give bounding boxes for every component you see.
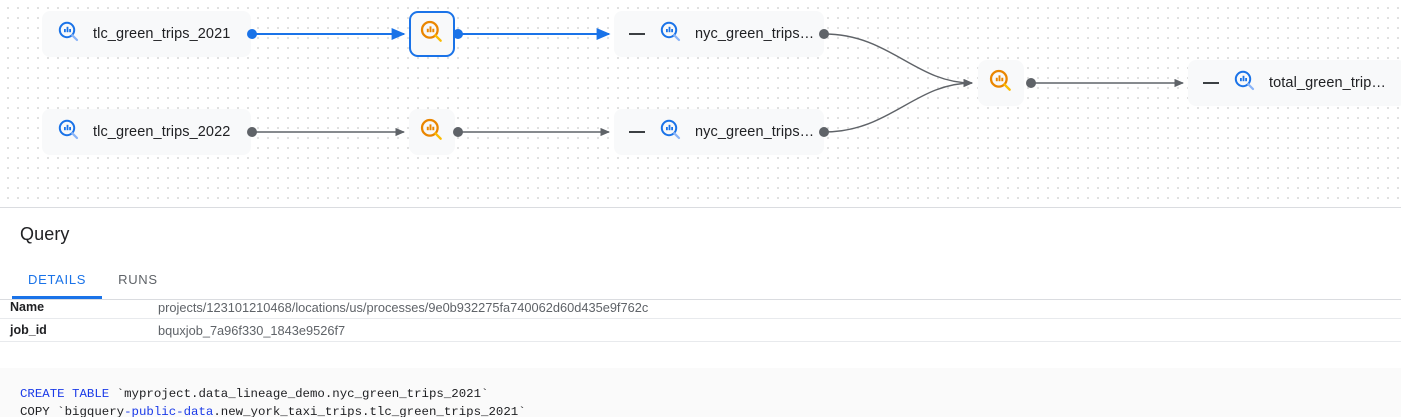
panel-divider	[0, 207, 1401, 208]
graph-node-tlc-green-trips-2022[interactable]: tlc_green_trips_2022	[42, 109, 251, 155]
port-out-process-merge[interactable]	[1026, 78, 1036, 88]
port-out-tlc2022[interactable]	[247, 127, 257, 137]
tab-label: DETAILS	[28, 272, 87, 287]
magnifier-bar-chart-blue-icon	[1233, 69, 1257, 98]
port-out-nyc-1[interactable]	[819, 29, 829, 39]
graph-node-tlc-green-trips-2021[interactable]: tlc_green_trips_2021	[42, 11, 251, 57]
details-panel: Query DETAILS RUNS Name projects/1231012…	[0, 208, 1401, 417]
sql-line-2-rest: .new_york_taxi_trips.tlc_green_trips_202…	[213, 405, 526, 417]
collapse-dash-icon[interactable]	[629, 33, 645, 35]
sql-line-1-rest: `myproject.data_lineage_demo.nyc_green_t…	[109, 387, 489, 401]
graph-node-label: total_green_trip…	[1269, 75, 1386, 91]
tab-strip: DETAILS RUNS	[0, 260, 1401, 300]
detail-row-name: Name projects/123101210468/locations/us/…	[0, 296, 1401, 319]
graph-node-label: tlc_green_trips_2022	[93, 124, 231, 140]
detail-key: Name	[10, 300, 45, 314]
graph-node-label: tlc_green_trips_2021	[93, 26, 231, 42]
magnifier-bar-chart-blue-icon	[659, 118, 683, 147]
graph-node-label: nyc_green_trips…	[695, 26, 815, 42]
sql-code-block[interactable]: CREATE TABLE `myproject.data_lineage_dem…	[0, 368, 1401, 417]
detail-row-job-id: job_id bquxjob_7a96f330_1843e9526f7	[0, 319, 1401, 342]
lineage-graph-canvas[interactable]: tlc_green_trips_2021 tlc_green_trips_202…	[0, 0, 1401, 207]
port-out-process-1[interactable]	[453, 29, 463, 39]
graph-node-process-selected[interactable]	[409, 11, 455, 57]
port-out-process-2[interactable]	[453, 127, 463, 137]
panel-title: Query	[20, 224, 70, 244]
collapse-dash-icon[interactable]	[629, 131, 645, 133]
sql-keyword-public-data: -public-data	[124, 405, 214, 417]
tab-label: RUNS	[118, 272, 158, 287]
magnifier-bar-chart-blue-icon	[57, 118, 81, 147]
edge-layer	[252, 28, 1185, 137]
magnifier-bar-chart-orange-icon	[419, 117, 445, 148]
sql-line-2-pre: COPY `bigquery	[20, 405, 125, 417]
detail-value: projects/123101210468/locations/us/proce…	[158, 299, 649, 315]
port-out-nyc-2[interactable]	[819, 127, 829, 137]
edge-nyc2-proc3	[823, 78, 974, 133]
graph-node-label: nyc_green_trips…	[695, 124, 815, 140]
tab-runs[interactable]: RUNS	[102, 260, 174, 299]
graph-node-nyc-green-trips-2[interactable]: nyc_green_trips…	[614, 109, 824, 155]
tab-details[interactable]: DETAILS	[12, 260, 103, 299]
sql-keyword-create-table: CREATE TABLE	[20, 387, 110, 401]
magnifier-bar-chart-blue-icon	[57, 20, 81, 49]
magnifier-bar-chart-orange-icon	[419, 19, 445, 50]
magnifier-bar-chart-orange-icon	[988, 68, 1014, 99]
detail-key: job_id	[10, 323, 47, 337]
magnifier-bar-chart-blue-icon	[659, 20, 683, 49]
collapse-dash-icon[interactable]	[1203, 82, 1219, 84]
port-out-tlc2021[interactable]	[247, 29, 257, 39]
graph-node-process-merge[interactable]	[978, 60, 1024, 106]
graph-node-total-green-trips[interactable]: total_green_trip…	[1188, 60, 1401, 106]
graph-node-nyc-green-trips-1[interactable]: nyc_green_trips…	[614, 11, 824, 57]
graph-node-process-2[interactable]	[409, 109, 455, 155]
detail-value: bquxjob_7a96f330_1843e9526f7	[158, 322, 346, 338]
edge-nyc1-proc3	[823, 33, 974, 88]
